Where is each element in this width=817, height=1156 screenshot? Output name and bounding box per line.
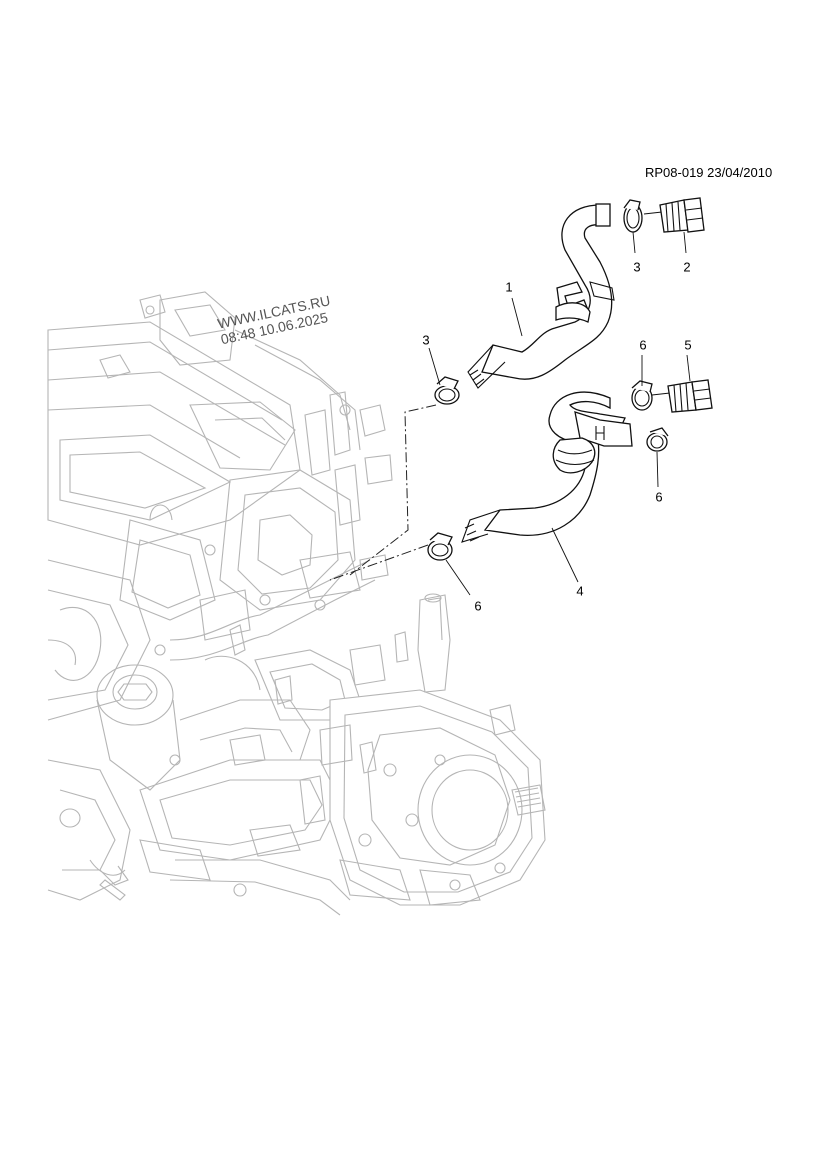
clamp-3-upper bbox=[623, 199, 643, 233]
attachment-line-upper bbox=[349, 404, 437, 576]
callout-1[interactable]: 1 bbox=[505, 279, 513, 295]
callout-4[interactable]: 4 bbox=[576, 583, 584, 599]
leader-lines bbox=[428, 231, 691, 596]
callout-3-lower[interactable]: 3 bbox=[422, 332, 430, 348]
callout-5[interactable]: 5 bbox=[684, 337, 692, 353]
drawing-reference: RP08-019 23/04/2010 bbox=[645, 165, 773, 180]
clamp-6-upper bbox=[631, 380, 653, 411]
lower-heater-hose bbox=[461, 391, 633, 543]
callout-3-upper[interactable]: 3 bbox=[633, 259, 641, 275]
engine-assembly-drawing bbox=[47, 291, 546, 916]
clamp-6-right bbox=[646, 427, 669, 452]
connector-5 bbox=[651, 379, 713, 413]
callout-6-right[interactable]: 6 bbox=[655, 489, 663, 505]
upper-heater-hose bbox=[467, 203, 615, 389]
clamp-6-lower bbox=[427, 532, 453, 561]
attachment-line-lower bbox=[329, 544, 429, 581]
callout-2[interactable]: 2 bbox=[683, 259, 691, 275]
clamp-3-lower bbox=[434, 376, 460, 405]
callout-6-lower[interactable]: 6 bbox=[474, 598, 482, 614]
connector-2 bbox=[643, 197, 705, 233]
callout-6-upper[interactable]: 6 bbox=[639, 337, 647, 353]
